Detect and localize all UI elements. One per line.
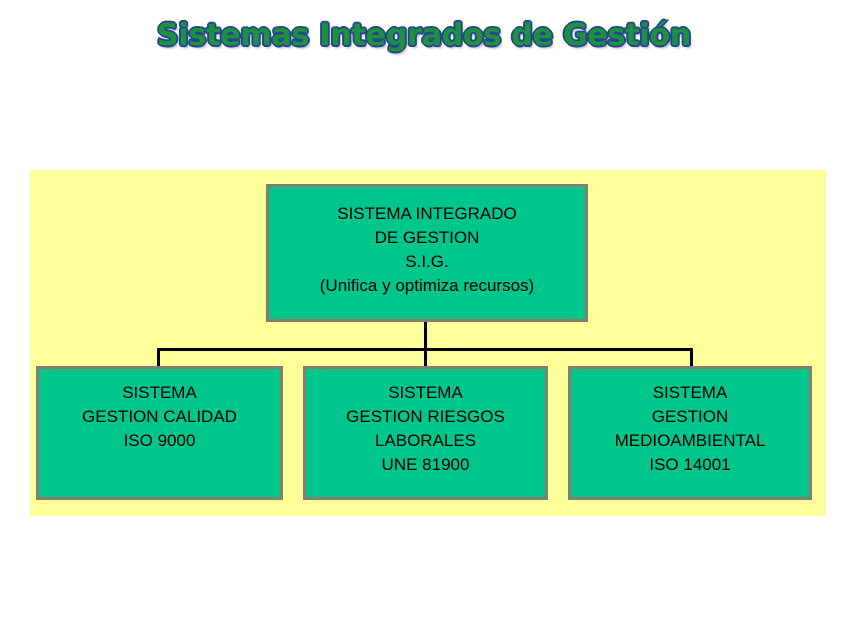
node-line: S.I.G. [405, 252, 449, 271]
node-line: SISTEMA [652, 383, 728, 402]
node-line: SISTEMA INTEGRADO [337, 204, 517, 223]
node-line: ISO 9000 [123, 431, 196, 450]
node-line: (Unifica y optimiza recursos) [319, 276, 535, 295]
node-line: SISTEMA [388, 383, 463, 402]
node-sistema-gestion-medioambiental: SISTEMA GESTION MEDIOAMBIENTAL ISO 14001 [568, 366, 812, 500]
node-line: ISO 14001 [649, 455, 731, 474]
connector-drop-center [424, 348, 427, 368]
node-sistema-integrado-gestion: SISTEMA INTEGRADO DE GESTION S.I.G. (Uni… [266, 184, 588, 322]
page-title: Sistemas Integrados de Gestión [0, 17, 848, 55]
node-line: UNE 81900 [381, 455, 470, 474]
node-line: DE GESTION [374, 228, 480, 247]
connector-drop-left [157, 348, 160, 368]
node-line: SISTEMA [122, 383, 197, 402]
node-line: GESTION RIESGOS [346, 407, 505, 426]
connector-drop-right [690, 348, 693, 368]
node-line: GESTION [651, 407, 729, 426]
diagram-panel: SISTEMA INTEGRADO DE GESTION S.I.G. (Uni… [30, 170, 826, 516]
node-line: GESTION CALIDAD [82, 407, 237, 426]
node-sistema-gestion-calidad: SISTEMA GESTION CALIDAD ISO 9000 [36, 366, 283, 500]
node-line: LABORALES [374, 431, 477, 450]
node-line: MEDIOAMBIENTAL [614, 431, 766, 450]
node-sistema-gestion-riesgos-laborales: SISTEMA GESTION RIESGOS LABORALES UNE 81… [303, 366, 548, 500]
connector-root-stem [424, 322, 427, 352]
